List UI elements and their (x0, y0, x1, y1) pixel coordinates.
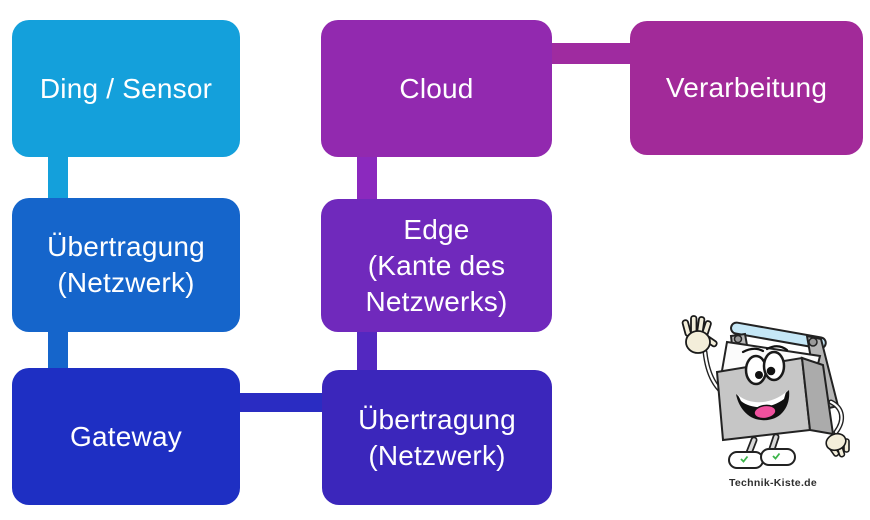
connector-cloud-to-verarbeitung (551, 43, 631, 64)
node-cloud: Cloud (321, 20, 552, 157)
node-verarbeitung: Verarbeitung (630, 21, 863, 155)
node-label: Edge (403, 213, 470, 245)
node-label: Übertragung (47, 231, 205, 262)
mascot-toolbox-character: Technik-Kiste.de (655, 306, 865, 489)
mascot-eye (744, 354, 768, 386)
mascot-shoe (728, 451, 764, 469)
node-label: (Kante des (367, 249, 506, 281)
mascot-teeth (738, 392, 786, 408)
toolbox-handle (730, 321, 827, 350)
node-label: Gateway (70, 420, 182, 452)
mascot-caption: Technik-Kiste.de (728, 477, 818, 489)
node-edge: Edge (Kante des Netzwerks) (321, 199, 552, 332)
toolbox-mascot-illustration (681, 315, 850, 469)
hanging-glove-icon (825, 432, 850, 458)
node-label: Cloud (399, 72, 474, 104)
connector-ding-to-uebertragung1 (48, 155, 68, 200)
mascot-face (736, 345, 790, 421)
mascot-eye (762, 350, 786, 382)
node-uebertragung-netzwerk-2: Übertragung (Netzwerk) (322, 370, 552, 505)
mascot-shoe (760, 448, 796, 466)
node-label: (Netzwerk) (368, 439, 506, 471)
connector-edge-to-cloud (357, 155, 377, 201)
node-ding-sensor: Ding / Sensor (12, 20, 240, 157)
node-label: Netzwerks) (365, 285, 508, 317)
node-label: Übertragung (358, 403, 516, 435)
connector-gateway-to-uebertragung2 (239, 393, 323, 412)
node-gateway: Gateway (12, 368, 240, 505)
mascot-tongue (753, 404, 777, 420)
waving-glove-icon (681, 315, 718, 354)
node-label: Verarbeitung (665, 72, 828, 103)
connector-uebertragung1-to-gateway (48, 330, 68, 370)
node-label: (Netzwerk) (57, 267, 195, 298)
node-uebertragung-netzwerk-1: Übertragung (Netzwerk) (12, 198, 240, 332)
connector-uebertragung2-to-edge (357, 330, 377, 372)
node-label: Ding / Sensor (39, 72, 213, 104)
